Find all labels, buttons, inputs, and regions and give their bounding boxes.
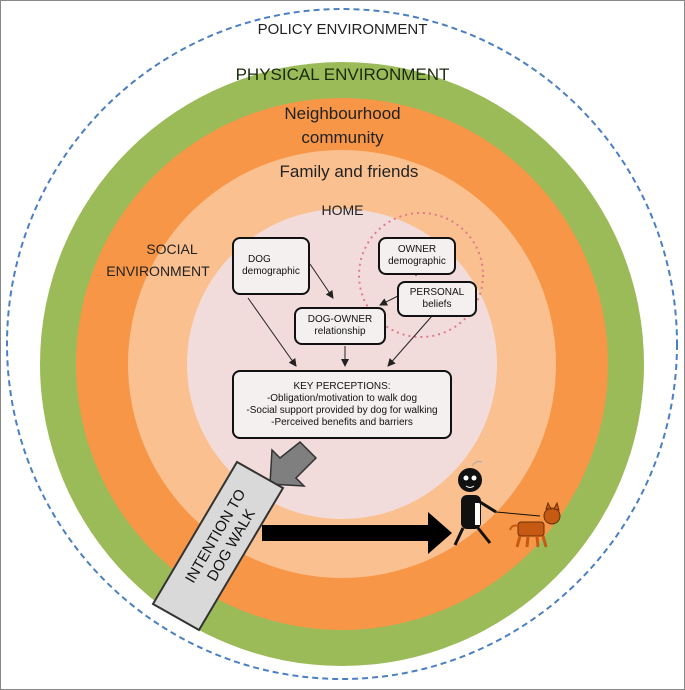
arrow-dog-to-key — [247, 297, 297, 367]
key-perception-item: -Perceived benefits and barriers — [271, 416, 413, 428]
relationship-box-line1: DOG-OWNER — [307, 314, 373, 325]
policy-label: POLICY ENVIRONMENT — [257, 21, 428, 38]
home-label: HOME — [321, 202, 364, 218]
dog-box-line2: demographic — [242, 266, 300, 277]
dog-icon — [509, 501, 561, 548]
key-perception-item: -Social support provided by dog for walk… — [246, 404, 438, 416]
dog-demographic-box: DOG demographic — [232, 237, 310, 295]
relationship-box-line2: relationship — [314, 326, 366, 337]
key-perceptions-box: KEY PERCEPTIONS: -Obligation/motivation … — [232, 370, 452, 439]
family-label: Family and friends — [279, 162, 419, 181]
arrow-beliefs-to-key — [387, 315, 433, 367]
owner-box-line1: OWNER — [397, 244, 437, 255]
neighbourhood-label-line1: Neighbourhood — [284, 104, 401, 123]
social-label-line2: ENVIRONMENT — [106, 263, 210, 279]
beliefs-box-line2: beliefs — [422, 299, 452, 310]
dog-owner-relationship-box: DOG-OWNER relationship — [294, 307, 386, 345]
personal-dotted-circle — [358, 212, 484, 338]
owner-demographic-box: OWNER demographic — [378, 237, 456, 275]
beliefs-box-line1: PERSONAL — [409, 287, 465, 298]
grey-down-arrow — [269, 440, 318, 487]
physical-label: PHYSICAL ENVIRONMENT — [235, 65, 450, 84]
black-right-arrow — [262, 512, 452, 554]
key-perceptions-title: KEY PERCEPTIONS: — [293, 380, 391, 392]
personal-beliefs-box: PERSONAL beliefs — [397, 281, 477, 317]
intention-block — [151, 460, 285, 632]
neighbourhood-label-line2: community — [301, 128, 384, 147]
social-label-line1: SOCIAL — [146, 241, 198, 257]
person-walking-icon — [453, 461, 541, 546]
arrow-dog-to-relationship — [309, 263, 334, 299]
dog-box-line1: DOG — [248, 254, 271, 265]
owner-box-line2: demographic — [388, 256, 446, 267]
key-perception-item: -Obligation/motivation to walk dog — [266, 392, 418, 404]
arrow-beliefs-to-relationship — [379, 295, 399, 306]
